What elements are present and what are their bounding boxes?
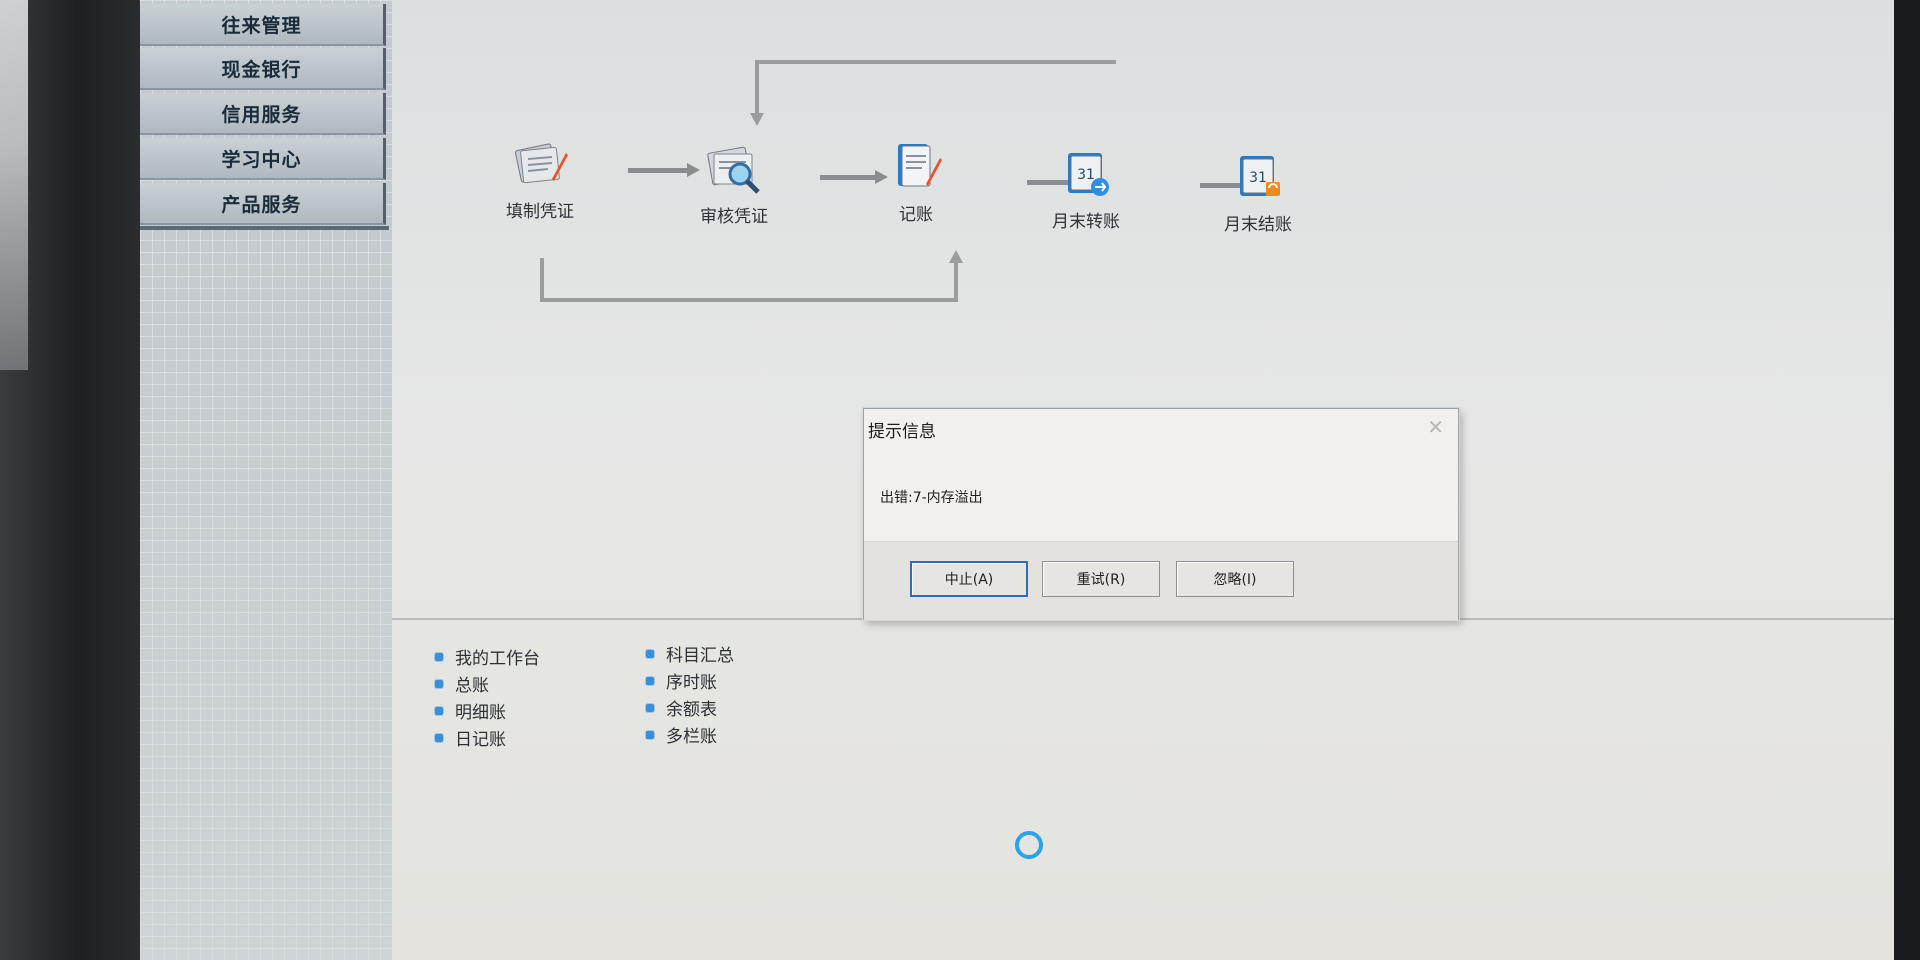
- monitor-glare: [0, 0, 28, 370]
- bullet-icon: [435, 706, 443, 715]
- sidebar-item-label: 往来管理: [221, 14, 302, 37]
- link-balance-sheet[interactable]: 余额表: [646, 694, 734, 721]
- abort-button[interactable]: 中止(A): [910, 561, 1028, 597]
- bullet-icon: [435, 679, 443, 688]
- voucher-entry-icon: [512, 135, 568, 191]
- workflow-node-label: 记账: [899, 205, 933, 225]
- sidebar-pattern: [140, 230, 392, 960]
- monitor-bezel-right: [1894, 0, 1920, 960]
- month-end-transfer-icon: 31: [1058, 145, 1114, 201]
- sidebar-divider: [140, 226, 389, 230]
- sidebar-item-cash-bank[interactable]: 现金银行: [140, 48, 386, 90]
- flow-arrow-down: [750, 60, 764, 126]
- link-label: 明细账: [455, 703, 506, 723]
- flow-loop-connector: [755, 60, 1116, 64]
- link-label: 总账: [455, 676, 489, 696]
- close-icon[interactable]: ✕: [1427, 415, 1444, 439]
- workflow-node-posting[interactable]: 记账: [856, 138, 976, 225]
- link-multi-column-ledger[interactable]: 多栏账: [646, 721, 734, 748]
- bullet-icon: [646, 730, 654, 739]
- sidebar-item-label: 现金银行: [221, 58, 302, 81]
- sidebar-item-products[interactable]: 产品服务: [140, 183, 386, 225]
- workflow-node-label: 填制凭证: [506, 202, 574, 222]
- loading-spinner-icon: [1015, 831, 1043, 859]
- ignore-button[interactable]: 忽略(I): [1176, 561, 1294, 597]
- bullet-icon: [435, 733, 443, 742]
- app-screen: 往来管理 现金银行 信用服务 学习中心 产品服务 填制凭证: [140, 0, 1894, 960]
- link-label: 序时账: [666, 673, 717, 693]
- workflow-node-month-end-close[interactable]: 31 月末结账: [1198, 148, 1318, 235]
- sidebar: 往来管理 现金银行 信用服务 学习中心 产品服务: [140, 0, 392, 960]
- link-my-workbench[interactable]: 我的工作台: [435, 643, 540, 670]
- error-dialog: 提示信息 ✕ 出错:7-内存溢出 中止(A) 重试(R) 忽略(I): [863, 408, 1459, 620]
- workflow-node-month-end-transfer[interactable]: 31 月末转账: [1026, 145, 1146, 232]
- link-chronological-ledger[interactable]: 序时账: [646, 667, 734, 694]
- flow-bypass-connector: [540, 258, 544, 300]
- flow-bypass-connector: [540, 298, 957, 302]
- link-account-summary[interactable]: 科目汇总: [646, 640, 734, 667]
- sidebar-item-label: 产品服务: [221, 193, 302, 216]
- link-label: 科目汇总: [666, 646, 734, 666]
- sidebar-item-learning[interactable]: 学习中心: [140, 138, 386, 180]
- workflow-node-label: 月末结账: [1224, 215, 1292, 235]
- sidebar-item-contacts[interactable]: 往来管理: [140, 4, 386, 46]
- bullet-icon: [646, 703, 654, 712]
- flow-arrow-right: [820, 170, 888, 184]
- retry-button[interactable]: 重试(R): [1042, 561, 1160, 597]
- dialog-title: 提示信息: [868, 422, 936, 442]
- quick-links-col-1: 我的工作台 总账 明细账 日记账: [435, 643, 540, 751]
- workflow-node-label: 月末转账: [1052, 212, 1120, 232]
- dialog-message: 出错:7-内存溢出: [880, 490, 983, 506]
- sidebar-item-credit[interactable]: 信用服务: [140, 93, 386, 135]
- bullet-icon: [435, 652, 443, 661]
- posting-icon: [888, 138, 944, 194]
- link-general-ledger[interactable]: 总账: [435, 670, 540, 697]
- bullet-icon: [646, 649, 654, 658]
- quick-links-col-2: 科目汇总 序时账 余额表 多栏账: [646, 640, 734, 748]
- link-label: 我的工作台: [455, 649, 540, 669]
- month-end-close-icon: 31: [1230, 148, 1286, 204]
- voucher-audit-icon: [706, 140, 762, 196]
- sidebar-item-label: 学习中心: [221, 148, 302, 171]
- workflow-node-voucher-audit[interactable]: 审核凭证: [674, 140, 794, 227]
- link-journal[interactable]: 日记账: [435, 724, 540, 751]
- link-label: 多栏账: [666, 727, 717, 747]
- svg-text:31: 31: [1077, 167, 1095, 183]
- workflow-node-voucher-entry[interactable]: 填制凭证: [480, 135, 600, 222]
- sidebar-item-label: 信用服务: [221, 103, 302, 126]
- link-label: 日记账: [455, 730, 506, 750]
- flow-arrow-right: [628, 163, 700, 177]
- link-label: 余额表: [666, 700, 717, 720]
- bullet-icon: [646, 676, 654, 685]
- link-detail-ledger[interactable]: 明细账: [435, 697, 540, 724]
- flow-arrow-up: [949, 250, 963, 302]
- svg-text:31: 31: [1249, 170, 1267, 186]
- workflow-node-label: 审核凭证: [700, 207, 768, 227]
